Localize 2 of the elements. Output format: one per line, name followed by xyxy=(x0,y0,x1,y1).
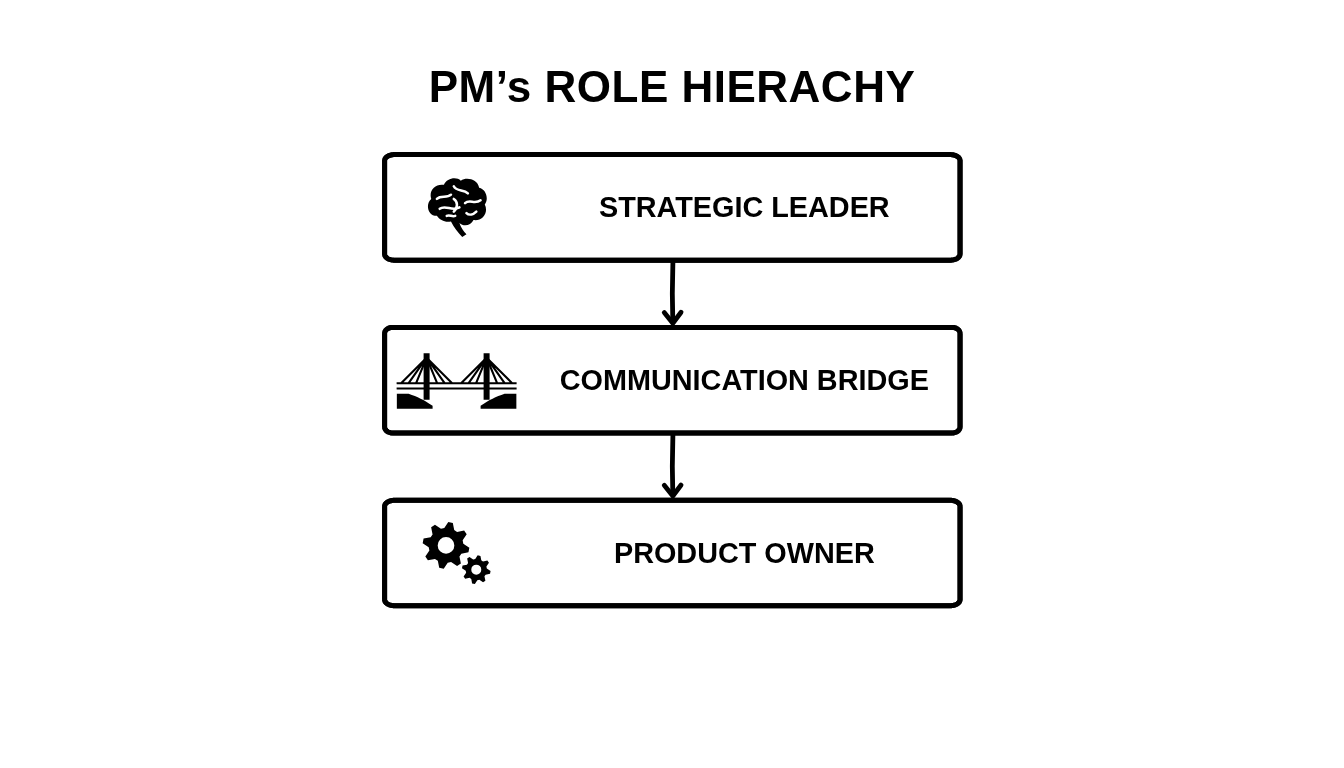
diagram-title: PM’s ROLE HIERACHY xyxy=(428,62,916,111)
arrow xyxy=(661,433,684,499)
